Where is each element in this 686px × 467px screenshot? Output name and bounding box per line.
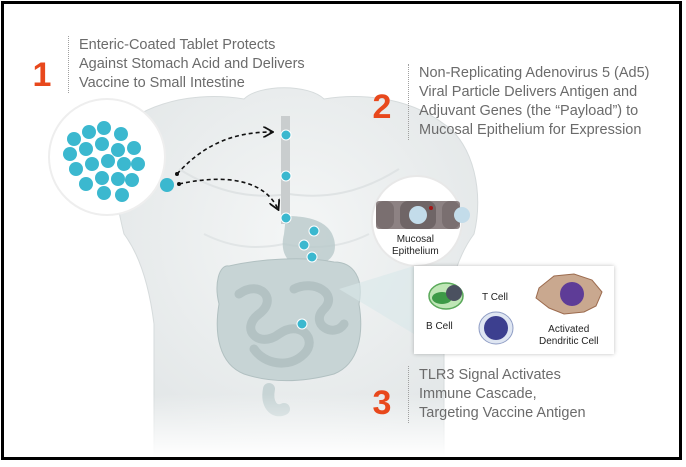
epithelial-cells: [376, 201, 470, 229]
step-1-divider: [68, 36, 69, 93]
dendritic-label-line: Dendritic Cell: [539, 336, 599, 347]
t-cell-icon: [478, 311, 514, 345]
step-2: 2 Non-Replicating Adenovirus 5 (Ad5) Vir…: [364, 64, 650, 140]
step-3-text: TLR3 Signal Activates Immune Cascade, Ta…: [419, 366, 586, 423]
step-1-line: Enteric-Coated Tablet Protects: [79, 37, 276, 53]
figure-frame: 1 Enteric-Coated Tablet Protects Against…: [1, 1, 682, 460]
step-1-line: Vaccine to Small Intestine: [79, 75, 245, 91]
arrow-to-stomach: [178, 178, 278, 209]
step-2-number: 2: [372, 88, 392, 126]
dendritic-cell-label: Activated Dendritic Cell: [539, 324, 598, 348]
b-cell-label: B Cell: [426, 321, 453, 332]
mucosal-label-line: Epithelium: [392, 246, 439, 257]
dendritic-label-line: Activated: [548, 324, 590, 335]
body-illustration: [4, 87, 679, 457]
step-3-line: TLR3 Signal Activates: [419, 367, 561, 383]
step-2-line: Mucosal Epithelium for Expression: [419, 122, 642, 138]
tablet-cluster: [63, 121, 145, 202]
zoom-beam: [339, 266, 414, 334]
stomach: [282, 216, 335, 266]
step-1-number: 1: [32, 56, 52, 94]
step-2-text: Non-Replicating Adenovirus 5 (Ad5) Viral…: [419, 64, 650, 140]
step-2-line: Adjuvant Genes (the “Payload”) to: [419, 103, 639, 119]
mucosal-label-line: Mucosal: [396, 234, 434, 245]
bottom-fade: [4, 394, 679, 457]
diagram-stage: 1 Enteric-Coated Tablet Protects Against…: [4, 4, 679, 457]
esophagus: [281, 116, 290, 224]
t-cell-label: T Cell: [482, 292, 508, 303]
immune-cells-art: [428, 273, 603, 345]
dendritic-cell-icon: [535, 273, 603, 315]
step-3-number: 3: [372, 384, 392, 422]
step-2-line: Non-Replicating Adenovirus 5 (Ad5): [419, 65, 650, 81]
step-3: 3 TLR3 Signal Activates Immune Cascade, …: [364, 366, 586, 423]
immune-cells-panel: B Cell T Cell Activated Dendritic Cell: [414, 266, 614, 354]
step-3-line: Immune Cascade,: [419, 386, 537, 402]
step-3-line: Targeting Vaccine Antigen: [419, 405, 586, 421]
step-1-text: Enteric-Coated Tablet Protects Against S…: [79, 36, 305, 93]
step-3-divider: [408, 366, 409, 423]
step-2-line: Viral Particle Delivers Antigen and: [419, 84, 638, 100]
step-1-line: Against Stomach Acid and Delivers: [79, 56, 305, 72]
single-tablet: [160, 178, 174, 192]
step-2-divider: [408, 64, 409, 140]
mucosal-epithelium-label: Mucosal Epithelium: [392, 234, 439, 258]
tract-tablets: [280, 129, 320, 330]
step-1: 1 Enteric-Coated Tablet Protects Against…: [24, 36, 305, 93]
b-cell-icon: [428, 282, 464, 310]
